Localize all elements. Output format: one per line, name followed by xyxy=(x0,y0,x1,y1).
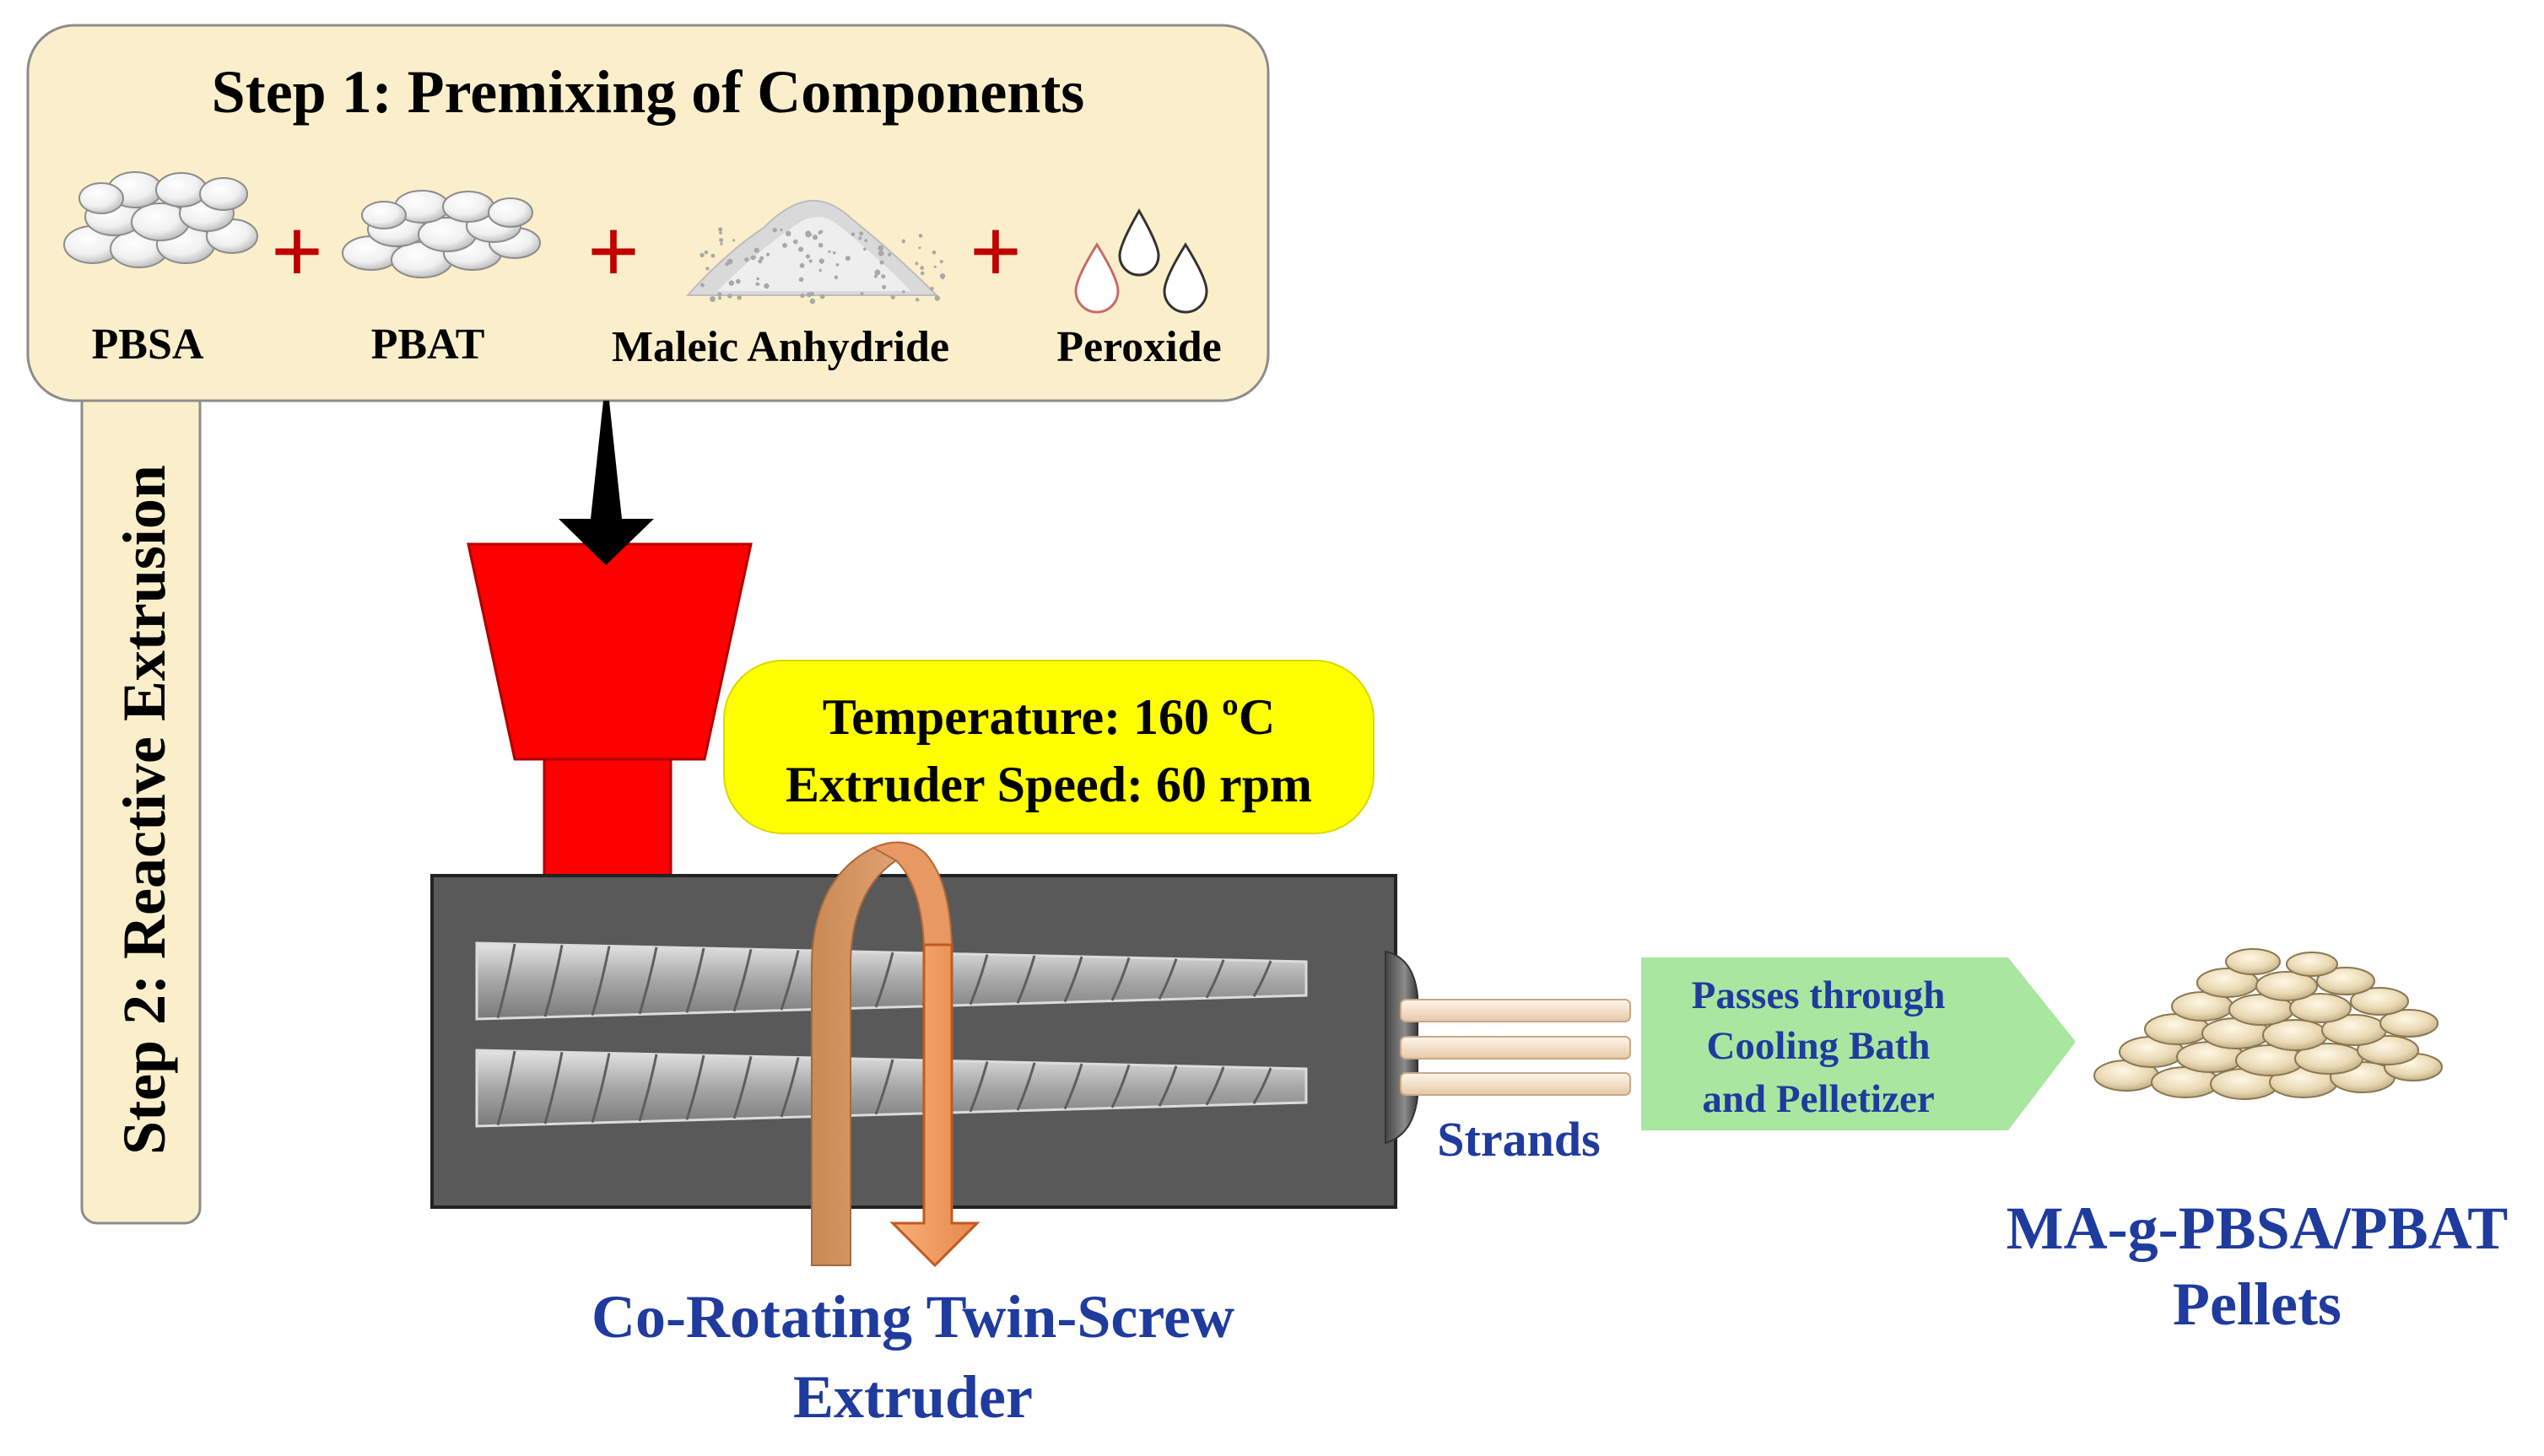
strands-label: Strands xyxy=(1437,1112,1600,1167)
product-pellets-icon xyxy=(2093,948,2443,1100)
plus-sign: + xyxy=(970,200,1023,303)
feed-arrow xyxy=(559,401,654,565)
extruder-barrel xyxy=(430,874,1418,1209)
pellet-pile-icon xyxy=(342,190,541,278)
extruder-label-line2: Extruder xyxy=(793,1363,1033,1431)
plus-sign: + xyxy=(587,200,640,303)
rotation-arrow-icon xyxy=(811,841,980,1268)
process-arrow: Passes through Cooling Bath and Pelletiz… xyxy=(1641,957,2076,1130)
droplets-icon xyxy=(1074,208,1208,314)
component-label-maleic-anhydride: Maleic Anhydride xyxy=(612,323,949,371)
step1-panel: Step 1: Premixing of Components + + + PB… xyxy=(26,24,1270,402)
strands xyxy=(1400,999,1631,1096)
screw-upper xyxy=(475,941,1308,1021)
temperature-label: Temperature: 160 ºC xyxy=(823,689,1275,745)
step1-title: Step 1: Premixing of Components xyxy=(212,58,1085,126)
component-label-peroxide: Peroxide xyxy=(1056,323,1221,371)
screw-lower xyxy=(475,1049,1308,1128)
step1-box xyxy=(26,24,1270,402)
extruder-label-line1: Co-Rotating Twin-Screw xyxy=(591,1283,1234,1351)
powder-pile-icon xyxy=(685,199,946,305)
plus-sign: + xyxy=(271,200,324,303)
process-arrow-line2: Cooling Bath xyxy=(1706,1024,1930,1068)
hopper xyxy=(467,542,753,879)
process-arrow-line3: and Pelletizer xyxy=(1702,1077,1934,1121)
pellet-pile-icon xyxy=(63,171,258,268)
step2-title: Step 2: Reactive Extrusion xyxy=(111,465,178,1155)
step2-panel: Step 2: Reactive Extrusion xyxy=(80,386,202,1225)
conditions-bubble: Temperature: 160 ºC Extruder Speed: 60 r… xyxy=(723,660,1375,834)
product-label-line1: MA-g-PBSA/PBAT xyxy=(2007,1194,2509,1262)
speed-label: Extruder Speed: 60 rpm xyxy=(786,757,1312,812)
product-label-line2: Pellets xyxy=(2173,1270,2341,1338)
process-arrow-line1: Passes through xyxy=(1692,973,1946,1017)
component-label-pbsa: PBSA xyxy=(92,321,204,369)
component-label-pbat: PBAT xyxy=(371,321,485,369)
